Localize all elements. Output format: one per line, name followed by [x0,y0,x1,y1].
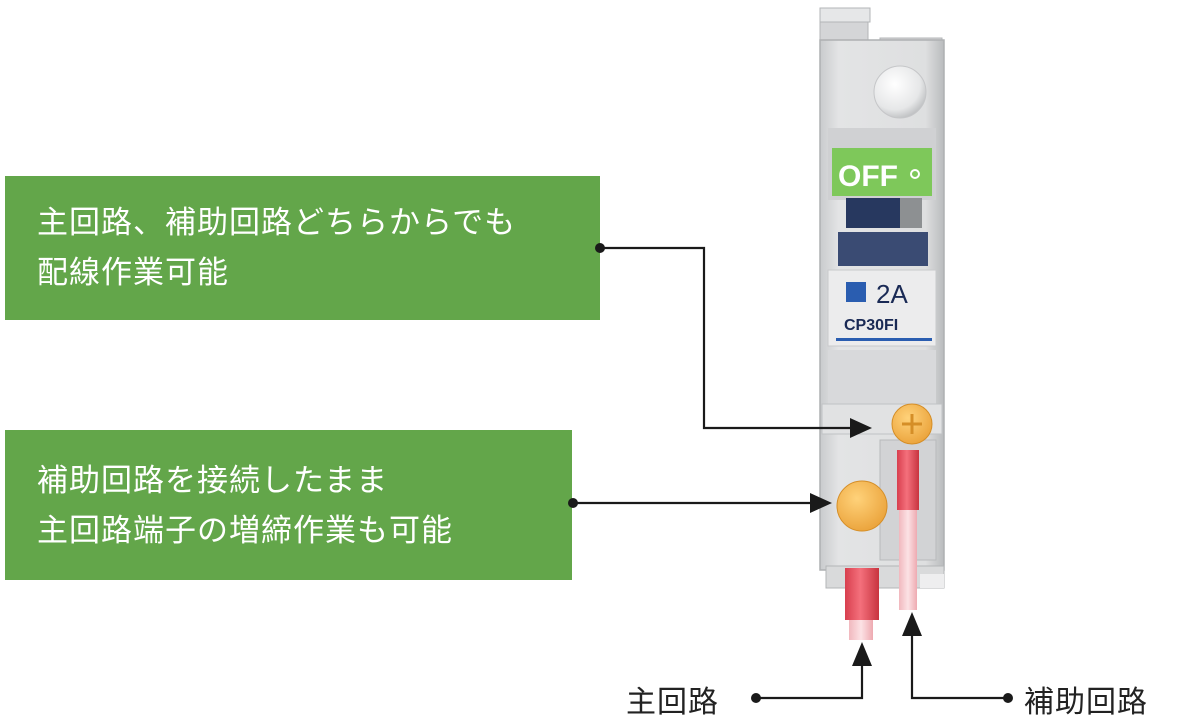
main-wire [845,568,879,640]
switch-label: OFF [838,160,898,193]
aux-wire [897,450,919,610]
arrow-head-icon [852,642,872,666]
rating-label: 2A [876,279,908,309]
leader-dot [568,498,578,508]
off-switch [832,148,932,196]
leader-dot [751,693,761,703]
callout-line: 主回路端子の増締作業も可能 [37,513,453,549]
leader-line-aux-circuit [910,634,1008,700]
callout-line: 補助回路を接続したまま [37,463,389,499]
aux-circuit-label: 補助回路 [1024,685,1148,720]
callout-retighten-terminal: 補助回路を接続したまま 主回路端子の増締作業も可能 [5,430,572,580]
callout-wiring-either-circuit: 主回路、補助回路どちらからでも 配線作業可能 [5,176,600,320]
model-label: CP30FI [844,317,898,334]
arrow-head-icon [902,612,922,636]
leader-line-callout1 [600,246,852,430]
leader-dot [595,243,605,253]
arrow-head-icon [810,493,832,513]
brand-badge-icon [846,282,866,302]
arrow-head-icon [850,418,872,438]
leader-line-main-circuit [756,664,864,700]
aux-terminal-screw [891,403,933,445]
main-terminal-screw [836,480,888,532]
callout-line: 配線作業可能 [37,255,229,291]
main-circuit-label: 主回路 [626,685,719,720]
breaker-body: OFF 2A CP30FI [819,7,945,589]
leader-dot [1003,693,1013,703]
callout-line: 主回路、補助回路どちらからでも [37,205,517,241]
